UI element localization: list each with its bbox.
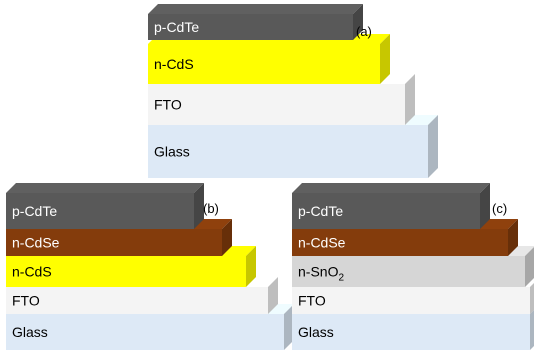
layer-label: p-CdTe xyxy=(298,203,343,219)
layer-p-cdte: p-CdTe xyxy=(6,183,204,229)
panel-label: (b) xyxy=(203,201,219,216)
layer-label: n-CdSe xyxy=(12,235,60,251)
layer-label: p-CdTe xyxy=(154,19,199,35)
layer-label: n-CdS xyxy=(154,56,194,72)
stack-c: Glass FTO n-SnO2 n-CdSe p-CdTe (c) xyxy=(292,183,534,350)
layer-p-cdte: p-CdTe xyxy=(292,183,490,229)
layer-label: FTO xyxy=(12,293,40,309)
layer-label: n-CdS xyxy=(12,264,52,280)
layer-label: Glass xyxy=(298,324,334,340)
panel-label: (a) xyxy=(356,24,372,39)
layer-label: FTO xyxy=(298,293,326,309)
stack-b: Glass FTO n-CdS n-CdSe p-CdTe (b) xyxy=(6,183,294,350)
layer-glass: Glass xyxy=(6,304,294,350)
layer-label: Glass xyxy=(154,144,190,160)
layer-label: n-CdSe xyxy=(298,235,346,251)
layer-label: FTO xyxy=(154,97,182,113)
layer-label: n-SnO2 xyxy=(298,264,344,284)
stack-a: Glass FTO n-CdS p-CdTe (a) xyxy=(148,4,438,178)
layer-n-cds: n-CdS xyxy=(148,34,390,84)
panel-label: (c) xyxy=(492,201,507,216)
layer-label: Glass xyxy=(12,324,48,340)
layer-p-cdte: p-CdTe xyxy=(148,4,363,40)
layer-label: p-CdTe xyxy=(12,203,57,219)
